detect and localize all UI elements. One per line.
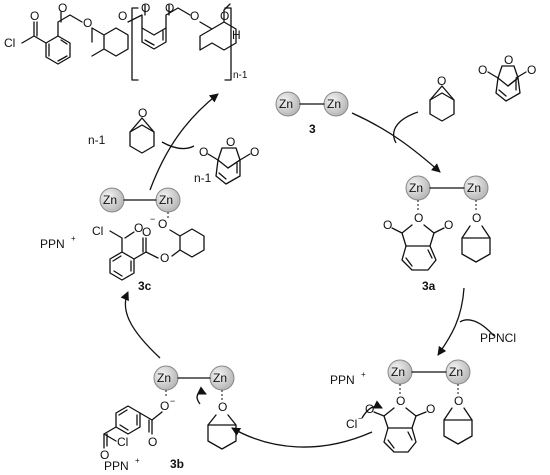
zn-label: Zn (467, 181, 481, 195)
zn-label: Zn (409, 181, 423, 195)
o-label: O (426, 402, 435, 416)
arrow-reagents-in (393, 111, 419, 144)
o-label: O (383, 218, 392, 232)
o-label: O (220, 9, 229, 23)
ppncl-label: PPNCl (480, 331, 516, 345)
o-label: O (226, 135, 235, 149)
o-label: O (472, 211, 481, 225)
o-label: O (83, 16, 92, 30)
zn-label: Zn (157, 371, 171, 385)
ppn-label: PPN (330, 373, 355, 387)
o-label: O (250, 145, 259, 159)
intermediate-3b: Zn Zn O − O O Cl O PPN + 3b (100, 365, 237, 473)
ppn-label: PPN (104, 459, 129, 473)
zn-label: Zn (159, 193, 173, 207)
plus-charge: + (71, 234, 76, 243)
o-label: O (165, 1, 174, 15)
arrow-epoxide-in (161, 141, 195, 150)
plus-charge: + (361, 370, 366, 379)
catalyst-3: Zn Zn 3 (275, 91, 349, 136)
label-3: 3 (309, 122, 316, 136)
arrow-3-to-3a (351, 112, 441, 173)
zn-label: Zn (213, 371, 227, 385)
intermediate-ppn-cl: PPN + Zn Zn O O O O Cl − (330, 359, 473, 453)
arrow-3a-to-ppn (437, 287, 465, 356)
plus-charge: + (135, 456, 140, 465)
o-label: O (118, 9, 127, 23)
n-1-anhydride-label: n-1 (194, 171, 212, 185)
cl-label: Cl (4, 36, 15, 50)
zn-label: Zn (279, 97, 293, 111)
arrow-ppncl-in (459, 319, 495, 337)
intermediate-3c: Zn Zn O − O O O Cl PPN + 3c (40, 187, 205, 293)
o-label: O (218, 400, 227, 414)
o-label: O (437, 74, 446, 88)
label-3b: 3b (170, 457, 184, 471)
o-label: O (58, 1, 67, 15)
label-3a: 3a (422, 279, 436, 293)
arrow-3b-to-3c (120, 291, 161, 359)
propagation-reagents: n-1 O n-1 O O O (88, 106, 259, 185)
ppn-label: PPN (40, 237, 65, 251)
o-label: O (527, 63, 536, 77)
o-label: O (141, 1, 150, 15)
zn-label: Zn (391, 365, 405, 379)
cl-label: Cl (117, 435, 128, 449)
o-label: O (396, 394, 405, 408)
o-label: O (504, 53, 513, 67)
o-label: O (158, 217, 167, 231)
o-label: O (414, 211, 423, 225)
o-label: O (190, 9, 199, 23)
o-label: O (142, 225, 151, 239)
zn-label: Zn (449, 365, 463, 379)
o-label: O (30, 9, 39, 23)
arrow-3c-to-polymer (149, 93, 219, 191)
o-label: O (134, 221, 143, 235)
zn-label: Zn (327, 97, 341, 111)
reagents-top-right: O O O O (429, 53, 536, 122)
arrow-cl-attack (361, 400, 383, 419)
o-label: O (100, 448, 109, 462)
minus-charge: − (150, 214, 155, 224)
polymer-product: Cl O O O O O O O O H n-1 (4, 1, 248, 81)
arrow-ring-open (196, 386, 207, 405)
h-label: H (232, 28, 241, 42)
o-label: O (160, 399, 169, 413)
repeat-subscript: n-1 (233, 70, 248, 81)
o-label: O (138, 106, 147, 120)
o-label: O (148, 435, 157, 449)
o-label: O (444, 218, 453, 232)
minus-charge: − (170, 396, 175, 406)
o-label: O (160, 251, 169, 265)
zn-label: Zn (103, 193, 117, 207)
cl-minus-label: Cl (346, 417, 357, 431)
o-label: O (454, 394, 463, 408)
intermediate-3a: Zn Zn O O O O 3a (383, 175, 491, 293)
n-1-epoxide-label: n-1 (88, 133, 106, 147)
minus-charge: − (358, 414, 363, 423)
label-3c: 3c (138, 279, 152, 293)
cl-label: Cl (92, 224, 103, 238)
arrow-to-3b (231, 427, 373, 448)
o-label: O (478, 63, 487, 77)
o-label: O (199, 145, 208, 159)
